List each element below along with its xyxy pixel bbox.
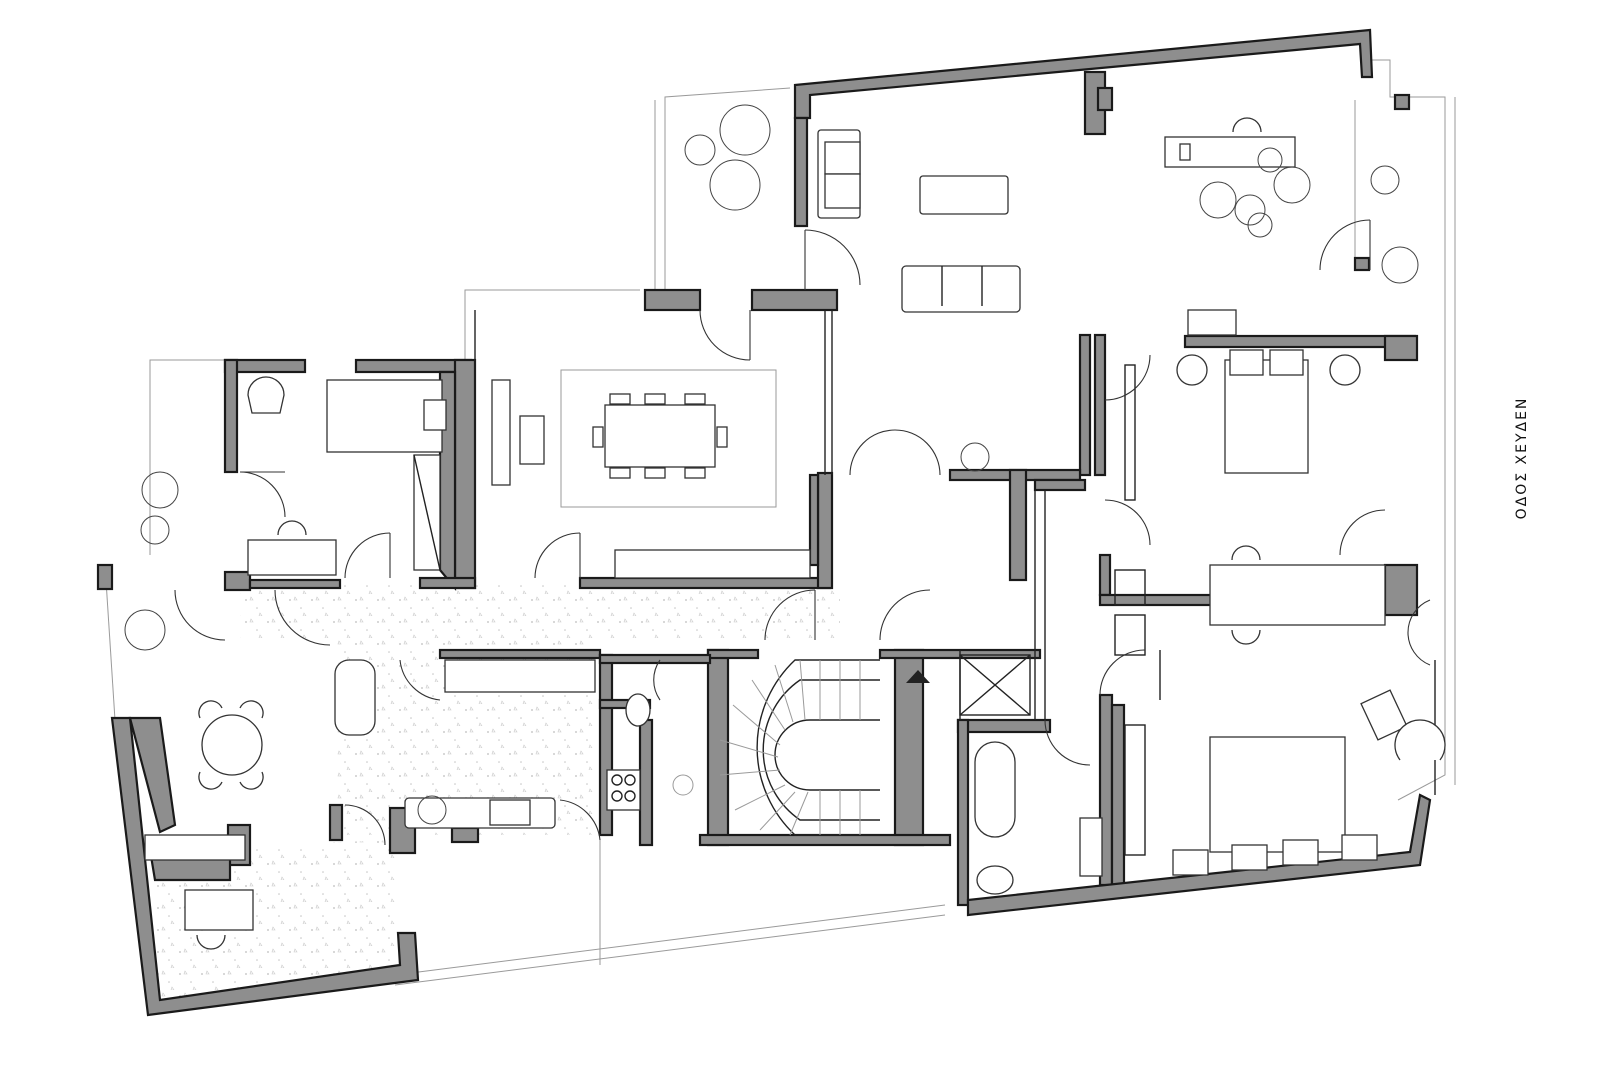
hallway-floor [150,580,840,1000]
street-name-text: ΟΔΟΣ ΧΕΥΔΕΝ [1514,396,1530,520]
staircase [719,659,930,836]
plants [124,104,1419,825]
doors [174,219,1431,846]
partitions [474,310,1436,856]
furniture [144,117,1446,950]
balcony-outlines [104,59,1456,986]
